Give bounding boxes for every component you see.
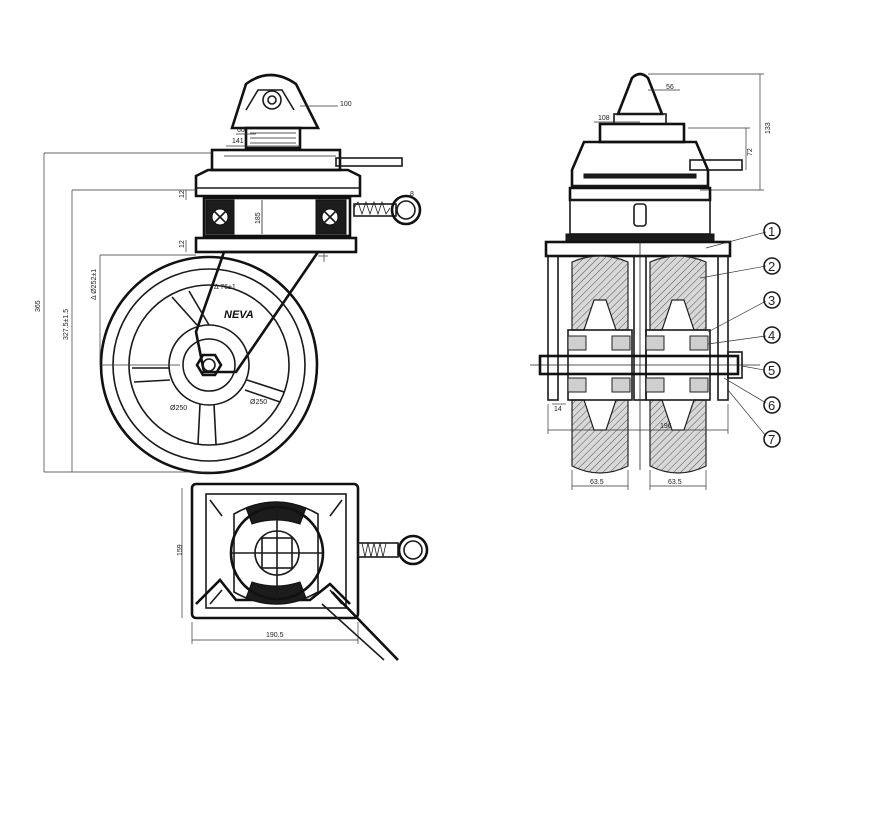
wheel-right-section [645, 255, 711, 474]
dim-track: 196 [660, 423, 672, 430]
fork [194, 250, 321, 374]
top-dimensions: 100 60 141 [226, 101, 352, 147]
balloon-4: 4 [768, 328, 775, 343]
brand-logo: NEVA [224, 309, 254, 321]
dim-spacer: 14 [554, 406, 562, 413]
wheel-left-section [567, 255, 633, 474]
bearing-housing: 185 [202, 196, 352, 238]
balloon-6: 6 [768, 398, 775, 413]
balloon-1: 1 [768, 224, 775, 239]
dim-tread-left: 63.5 [590, 479, 604, 486]
dim-wheel-small: Ø250 [250, 399, 267, 406]
dim-plate-thk-bottom: 12 [179, 240, 186, 248]
dim-front-cap: 108 [598, 115, 610, 122]
bearings [567, 335, 709, 393]
dim-bottom-width: 190.5 [266, 632, 284, 639]
dim-wheel-dia: Δ Ø252±1 [91, 269, 98, 300]
dim-front-133: 133 [765, 122, 772, 134]
dim-spring: 8 [410, 191, 414, 198]
balloon-3: 3 [768, 293, 775, 308]
bottom-plate [194, 236, 358, 254]
dim-pin: 60 [237, 127, 245, 134]
top-plate [194, 168, 362, 198]
balloon-5: 5 [768, 363, 775, 378]
dim-bottom-height: 159 [177, 544, 184, 556]
lock-rod [335, 157, 403, 167]
bottom-view: 159 190.5 [177, 482, 429, 661]
balloon-2: 2 [768, 259, 775, 274]
dim-plate-thk-top: 12 [179, 190, 186, 198]
left-dimensions: 365 327.5±1.5 Δ Ø252±1 12 12 [35, 152, 212, 473]
front-view: 56 108 133 72 [530, 72, 781, 490]
balloon-7: 7 [768, 432, 775, 447]
svg-text:Ø250: Ø250 [170, 405, 187, 412]
dim-front-72: 72 [747, 148, 754, 156]
spring-lock: 8 [353, 191, 422, 226]
top-pin-lock [230, 73, 321, 150]
dim-overall-height: 365 [35, 300, 42, 312]
dim-tread-right: 63.5 [668, 479, 682, 486]
dim-plate: 141 [232, 138, 244, 145]
dim-top-width: 100 [340, 101, 352, 108]
dim-offset: Δ 76±1 [214, 284, 236, 291]
dim-axle-height: 327.5±1.5 [63, 309, 70, 340]
swivel-collar [210, 148, 342, 172]
part-balloons: 1 2 3 4 5 6 7 [699, 222, 781, 448]
dim-front-top: 56 [666, 84, 674, 91]
dim-housing: 185 [255, 212, 262, 224]
side-view: 100 60 141 185 [35, 73, 422, 475]
axle-nut [195, 353, 223, 377]
